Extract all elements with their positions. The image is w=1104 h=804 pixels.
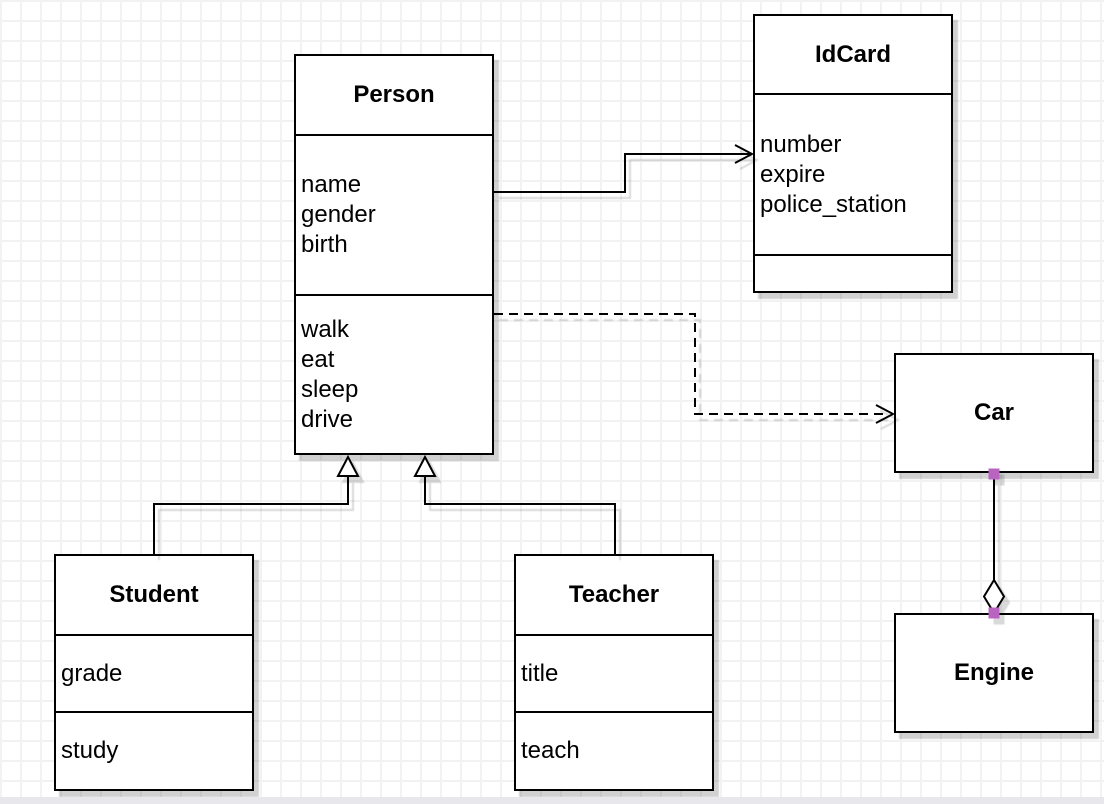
canvas-bottom-edge: [0, 797, 1104, 804]
attribute-name: name: [301, 171, 362, 198]
class-title-teacher: Teacher: [568, 581, 660, 608]
attribute-title: title: [521, 659, 559, 687]
class-attributes-student: grade: [56, 634, 252, 711]
class-node-idcard[interactable]: IdCard number expire police_station: [753, 14, 953, 293]
attribute-birth: birth: [301, 231, 348, 258]
method-sleep: sleep: [301, 375, 359, 403]
attribute-gender: gender: [301, 201, 376, 228]
class-title-car: Car: [973, 399, 1015, 426]
method-drive: drive: [301, 405, 354, 433]
class-node-person[interactable]: Person name gender birth walk eat sleep …: [294, 54, 494, 455]
open-arrowhead-icon: [875, 404, 896, 424]
open-arrowhead-icon: [734, 144, 755, 164]
method-eat: eat: [301, 345, 335, 373]
class-node-teacher[interactable]: Teacher title teach: [514, 554, 714, 791]
class-methods-idcard-empty: [755, 254, 951, 291]
class-node-car[interactable]: Car: [894, 353, 1094, 473]
class-methods-person: walk eat sleep drive: [296, 294, 492, 453]
method-walk: walk: [301, 315, 350, 343]
edge-generalization-student-person[interactable]: [153, 454, 360, 554]
class-node-engine[interactable]: Engine: [894, 613, 1094, 733]
class-node-student[interactable]: Student grade study: [54, 554, 254, 791]
hollow-triangle-arrowhead-icon: [336, 454, 360, 477]
attribute-grade: grade: [61, 659, 123, 687]
class-title-student: Student: [109, 581, 199, 608]
class-title-person: Person: [353, 81, 435, 108]
class-title-engine: Engine: [953, 659, 1034, 686]
edge-generalization-teacher-person[interactable]: [413, 454, 616, 554]
endpoint-handle-icon[interactable]: [988, 468, 1000, 480]
method-study: study: [61, 737, 119, 764]
class-attributes-person: name gender birth: [296, 134, 492, 294]
edge-dependency-person-car[interactable]: [494, 313, 896, 424]
attribute-expire: expire: [760, 160, 826, 188]
class-title-idcard: IdCard: [814, 40, 891, 68]
attribute-number: number: [760, 130, 842, 158]
class-methods-student: study: [56, 711, 252, 789]
edge-aggregation-car-engine[interactable]: [982, 468, 1006, 619]
endpoint-handle-icon[interactable]: [988, 607, 1000, 619]
attribute-police-station: police_station: [760, 190, 907, 218]
edge-association-person-idcard[interactable]: [494, 144, 755, 193]
class-attributes-teacher: title: [516, 634, 712, 711]
method-teach: teach: [521, 737, 580, 764]
class-attributes-idcard: number expire police_station: [755, 93, 951, 254]
hollow-triangle-arrowhead-icon: [413, 454, 437, 477]
class-methods-teacher: teach: [516, 711, 712, 789]
